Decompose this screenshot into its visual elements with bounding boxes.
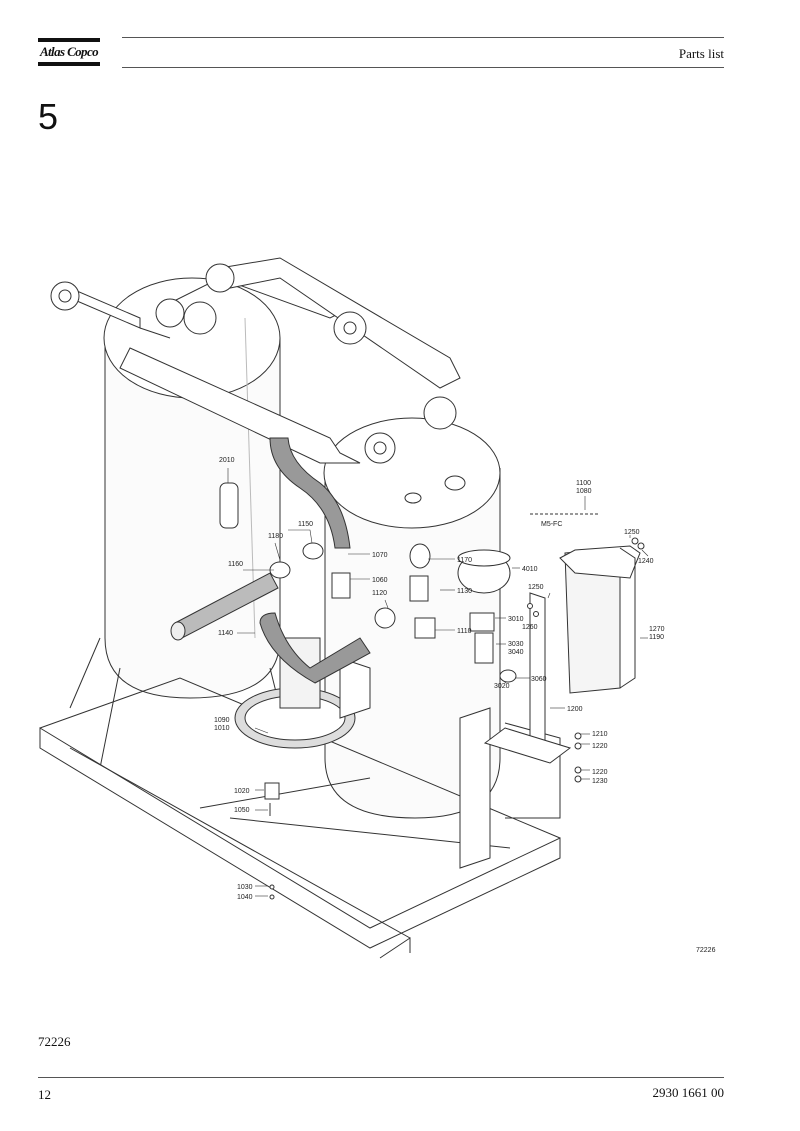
logo-bar-bottom	[38, 62, 100, 66]
label-3020: 3020	[494, 683, 510, 690]
document-number: 2930 1661 00	[652, 1085, 725, 1100]
label-1090: 1090	[214, 717, 230, 724]
label-1160: 1160	[228, 561, 243, 568]
label-1190: 1190	[649, 634, 664, 641]
label-1250-top: 1250	[624, 529, 640, 536]
label-1240: 1240	[638, 558, 654, 565]
page-number: 12	[38, 1087, 51, 1102]
label-1260: 1260	[522, 624, 538, 631]
label-1130: 1130	[457, 588, 472, 595]
label-2010: 2010	[219, 457, 235, 464]
label-1230: 1230	[592, 778, 608, 785]
drawing-labels: 2010 1150 1180 1160 1070 1060 1170 1130 …	[214, 457, 716, 954]
label-1150: 1150	[298, 521, 313, 528]
label-1170: 1170	[457, 557, 472, 564]
label-1070: 1070	[372, 552, 388, 559]
label-1010: 1010	[214, 725, 230, 732]
label-1110: 1110	[457, 628, 472, 635]
label-m5-fc: M5-FC	[541, 521, 562, 528]
label-1080: 1080	[576, 488, 592, 495]
label-1120: 1120	[372, 590, 387, 597]
header-rule-bottom	[122, 67, 724, 68]
drawing-linework	[39, 257, 645, 959]
logo-wordmark: Atlas Copco	[39, 44, 99, 59]
logo-bar-top	[38, 38, 100, 42]
label-1270: 1270	[649, 626, 665, 633]
label-1040: 1040	[237, 894, 253, 901]
label-1250-bracket: 1250	[528, 584, 544, 591]
header-rule-top	[122, 37, 724, 38]
label-1200: 1200	[567, 706, 583, 713]
page-header-title: Parts list	[678, 46, 724, 61]
label-1100: 1100	[576, 480, 591, 487]
label-1220-upper: 1220	[592, 743, 608, 750]
label-1060: 1060	[372, 577, 388, 584]
label-1020: 1020	[234, 788, 250, 795]
footer-rule	[38, 1077, 724, 1078]
label-1140: 1140	[218, 630, 233, 637]
label-3010: 3010	[508, 616, 524, 623]
label-1050: 1050	[234, 807, 250, 814]
label-1210: 1210	[592, 731, 608, 738]
section-number: 5	[38, 96, 59, 137]
atlas-copco-logo: Atlas Copco	[38, 38, 100, 68]
label-1030: 1030	[237, 884, 253, 891]
drawing-id-label: 72226	[696, 947, 716, 954]
label-1220-lower: 1220	[592, 769, 608, 776]
label-3030: 3030	[508, 641, 524, 648]
label-3060: 3060	[531, 676, 547, 683]
exploded-parts-drawing: 2010 1150 1180 1160 1070 1060 1170 1130 …	[39, 257, 716, 959]
label-3040: 3040	[508, 649, 524, 656]
label-4010: 4010	[522, 566, 538, 573]
label-1180: 1180	[268, 533, 283, 540]
figure-caption: 72226	[38, 1034, 71, 1049]
leader-lines	[227, 468, 649, 897]
